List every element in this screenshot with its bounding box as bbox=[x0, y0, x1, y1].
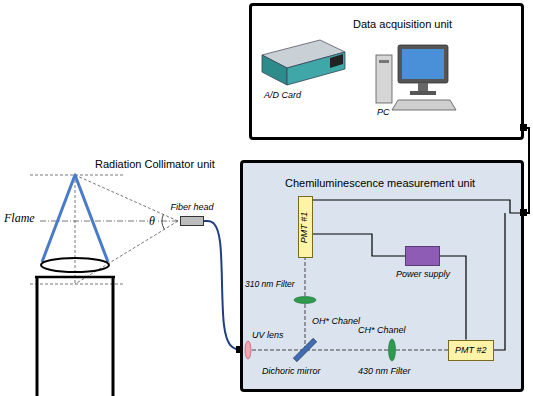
part-label: A/D Card bbox=[264, 90, 301, 101]
pc-icon bbox=[376, 45, 456, 110]
part-label: UV lens bbox=[252, 330, 284, 341]
angle-label: θ bbox=[148, 214, 156, 228]
power-supply-box: Power supply bbox=[405, 246, 440, 266]
part-label: 310 nm Filter bbox=[244, 279, 296, 289]
unit-ground bbox=[242, 162, 523, 391]
node-label: Power supply bbox=[373, 269, 473, 280]
part-label: PC bbox=[377, 107, 390, 118]
node-label: PMT #1 bbox=[299, 211, 310, 243]
ad-card-icon bbox=[262, 40, 345, 85]
fiber-head-box: Fiber head bbox=[180, 216, 204, 226]
pmt-box: PMT #2 bbox=[448, 340, 494, 361]
part-label: Flame bbox=[4, 211, 35, 225]
power-wire bbox=[440, 256, 466, 340]
pmt-box: PMT #1 bbox=[298, 196, 313, 258]
optical-fiber bbox=[204, 221, 240, 350]
unit-box: Data acquisition unit bbox=[249, 3, 524, 140]
node-label: Fiber head bbox=[152, 202, 232, 213]
part-label: 430 nm Filter bbox=[358, 366, 411, 377]
channel-label: OH* Chanel bbox=[312, 316, 360, 327]
unit-label: Radiation Collimator unit bbox=[95, 158, 215, 171]
node-label: Data acquisition unit bbox=[353, 18, 452, 30]
part-label: Dichoric mirror bbox=[262, 366, 321, 377]
cable bbox=[524, 128, 529, 213]
unit-box: Chemiluminescence measurement unitPMT #1… bbox=[240, 160, 524, 392]
channel-label: CH* Chanel bbox=[358, 325, 406, 336]
node-label: PMT #2 bbox=[455, 345, 487, 356]
signal-wires bbox=[305, 200, 521, 350]
node-label: Chemiluminescence measurement unit bbox=[285, 177, 475, 189]
flame-burner bbox=[30, 175, 178, 396]
optics bbox=[245, 240, 448, 362]
power-wire bbox=[313, 234, 406, 256]
